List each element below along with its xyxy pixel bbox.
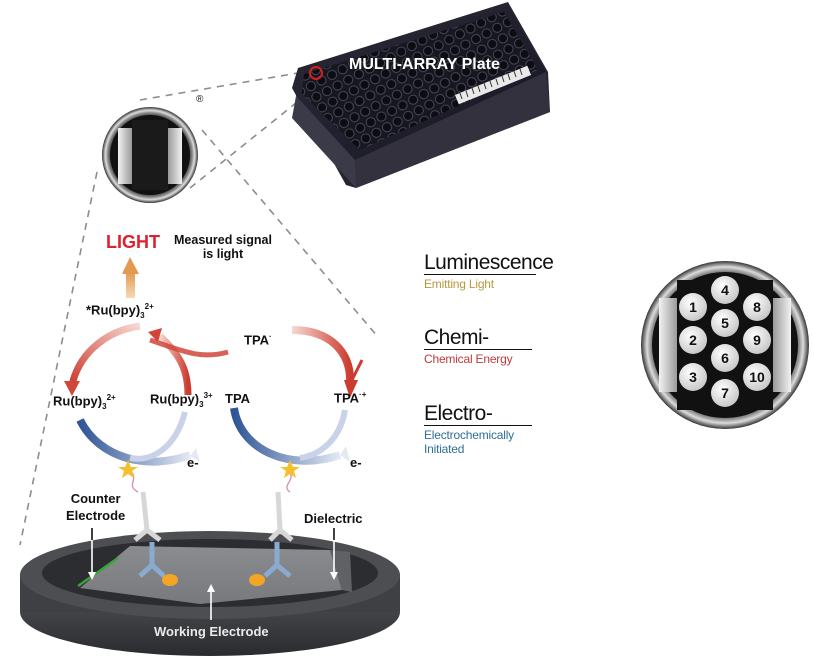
dielectric-label: Dielectric [304,511,363,526]
multi-array-plate [292,2,550,188]
ruthenium-3plus-label: Ru(bpy)33+ [150,391,213,409]
spot-7: 7 [711,379,739,407]
excited-ruthenium-label: *Ru(bpy)32+ [86,302,154,320]
spot-1: 1 [679,293,707,321]
term-word: Electro- [424,403,532,426]
ruthenium-cycle-arrows [64,322,229,466]
antibody-complex-left [118,460,178,586]
term-word: Chemi- [424,327,532,350]
plate-title: MULTI-ARRAY Plate [349,56,500,73]
spot-9: 9 [743,326,771,354]
registered-mark: ® [196,94,204,105]
dielectric-strip [330,550,352,592]
electron-right-label: e- [350,455,362,470]
tpa-label: TPA [225,391,251,406]
term-meaning: Electrochemically Initiated [424,428,514,456]
ruthenium-2plus-label: Ru(bpy)32+ [53,393,116,411]
electrode-well [20,528,400,656]
highlighted-well-marker [309,66,323,80]
spot-6: 6 [711,344,739,372]
electron-left-label: e- [187,455,199,470]
term-luminescence: Luminescence Emitting Light [424,251,554,291]
antibody-complex-right [249,460,300,586]
spot-3: 3 [679,363,707,391]
measured-signal-line1: Measured signal [174,233,272,247]
term-meaning: Chemical Energy [424,352,513,366]
spot-2: 2 [679,326,707,354]
zoom-guide-lines [19,72,379,546]
term-electro: Electro- Electrochemically Initiated [424,403,532,456]
spot-5: 5 [711,309,739,337]
tpa-radical-label: TPA· [244,332,272,348]
single-well-closeup [102,107,198,203]
measured-signal-line2: is light [202,247,244,261]
tpa-cation-label: TPA·+ [334,390,367,406]
spot-4: 4 [711,276,739,304]
counter-electrode-strip [77,556,119,588]
measured-signal-note: Measured signal is light [174,233,272,261]
working-electrode-label: Working Electrode [154,624,269,639]
spot-10: 10 [743,363,771,391]
light-label: LIGHT [106,232,160,252]
spot-8: 8 [743,293,771,321]
light-emission-arrow [122,257,139,298]
term-chemi: Chemi- Chemical Energy [424,327,532,366]
term-word: Luminescence [424,251,554,275]
tpa-cycle-arrows [230,326,364,465]
term-meaning: Emitting Light [424,277,494,291]
